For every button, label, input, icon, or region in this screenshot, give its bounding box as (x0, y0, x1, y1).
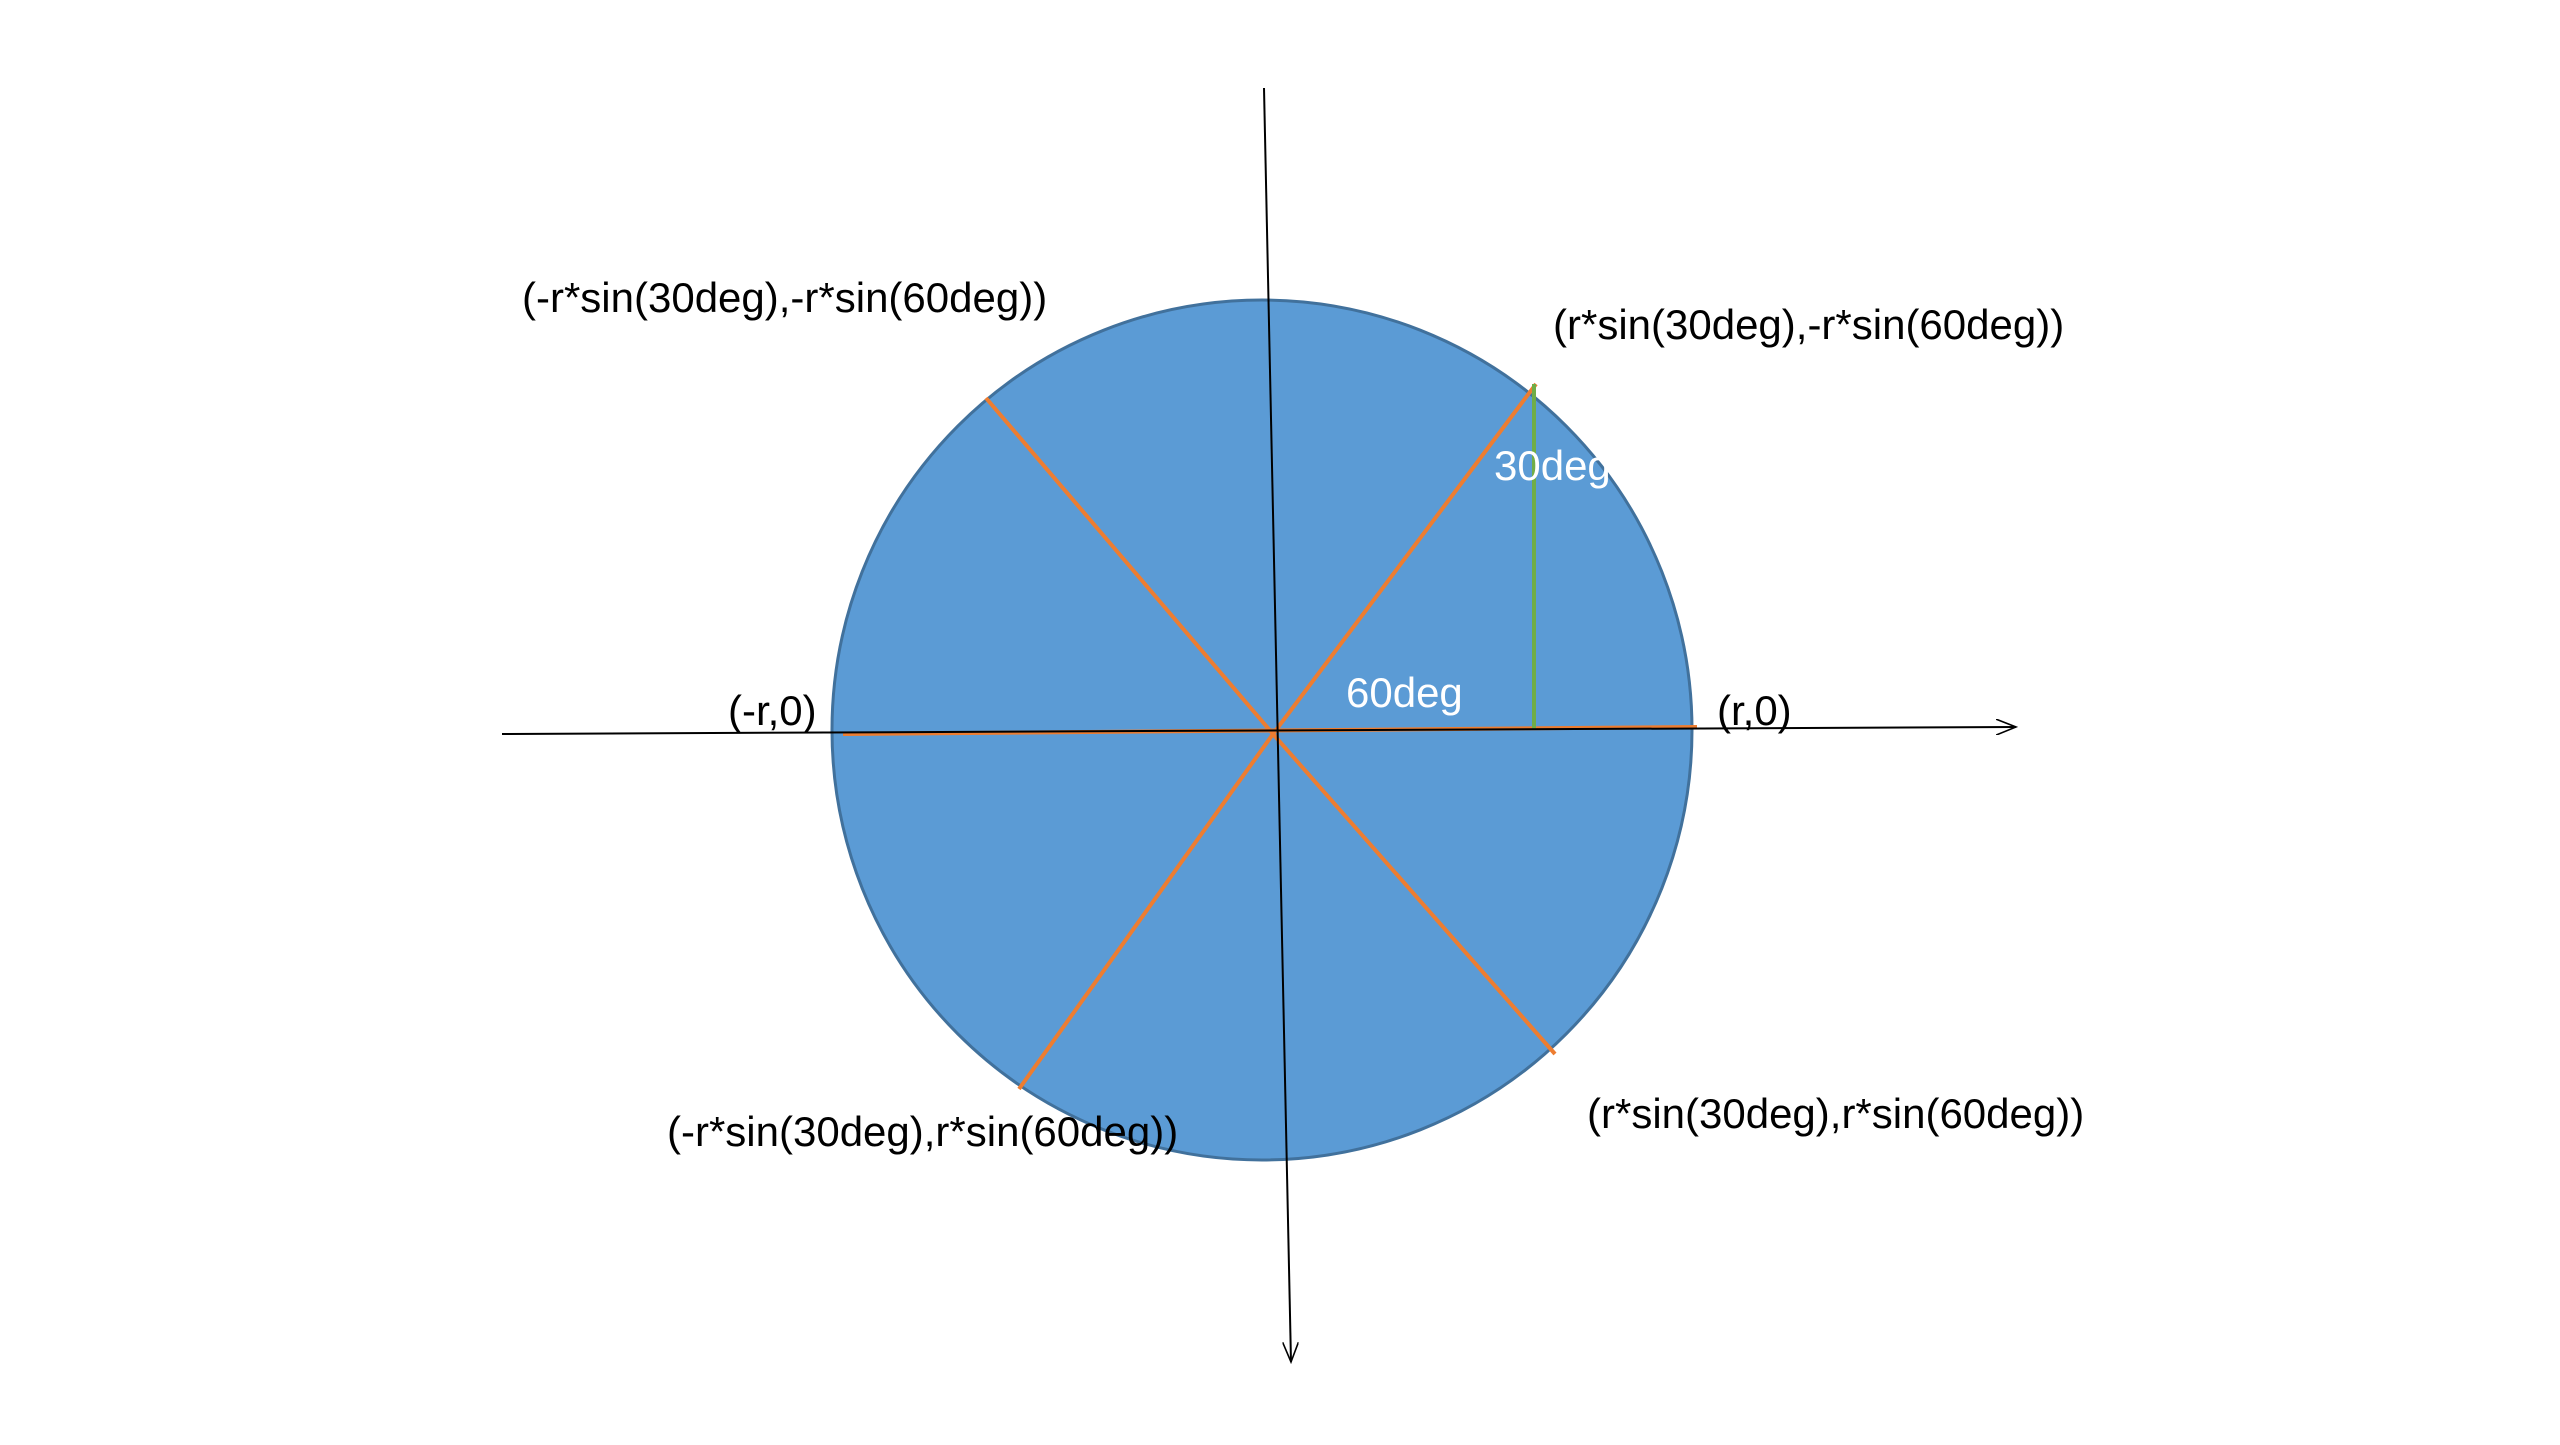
label-bottom-right-point: (r*sin(30deg),r*sin(60deg)) (1587, 1090, 2084, 1137)
label-right-point: (r,0) (1717, 687, 1792, 734)
spoke-bottom-left (1017, 732, 1275, 1091)
label-top-right-point: (r*sin(30deg),-r*sin(60deg)) (1553, 301, 2064, 348)
spoke-bottom-right (1271, 732, 1557, 1056)
y-axis (1263, 87, 1291, 1362)
label-top-left-point: (-r*sin(30deg),-r*sin(60deg)) (522, 274, 1047, 321)
x-axis (501, 727, 2016, 734)
label-angle-60: 60deg (1346, 669, 1463, 716)
label-bottom-left-point: (-r*sin(30deg),r*sin(60deg)) (667, 1108, 1178, 1155)
spoke-top-right (1271, 382, 1538, 736)
label-left-point: (-r,0) (728, 687, 817, 734)
label-angle-30: 30deg (1494, 442, 1611, 489)
spoke-top-left (984, 396, 1275, 736)
